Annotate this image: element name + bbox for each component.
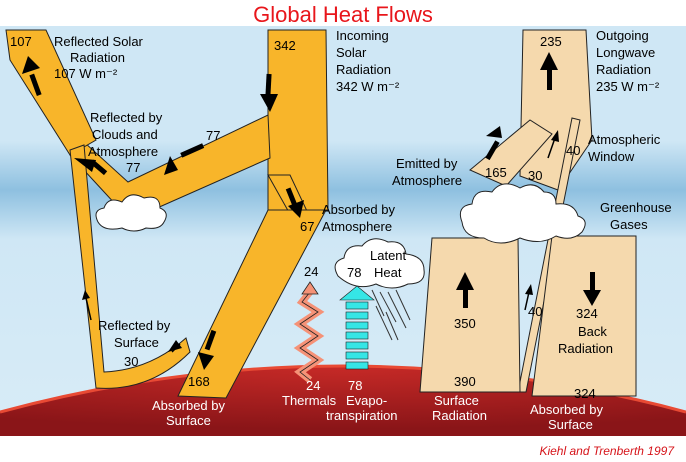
value-reflected-surface: 30 [124, 354, 138, 369]
arrow-absorbed-atmos [285, 187, 304, 218]
value-thermals-top: 24 [304, 264, 318, 279]
value-surface-radiation: 350 [454, 316, 476, 331]
outgoing-longwave-label: Outgoing Longwave Radiation 235 W m⁻² [596, 28, 660, 94]
reflected-surface-band [69, 144, 191, 389]
incoming-solar-label: Incoming Solar Radiation 342 W m⁻² [336, 28, 400, 94]
greenhouse-gases-label: Greenhouse Gases [600, 200, 675, 232]
value-thermals-bottom: 24 [306, 378, 320, 393]
latent-heat-label: Latent Heat [370, 248, 410, 280]
emitted-atmosphere-label: Emitted by Atmosphere [392, 156, 462, 188]
latent-heat-arrow [339, 285, 375, 370]
value-latent: 78 [347, 265, 361, 280]
arrow-clouds-left [164, 143, 205, 175]
arrow-incoming [260, 73, 278, 112]
value-clouds-77-lower: 77 [126, 160, 140, 175]
cloud-right [459, 183, 586, 244]
value-reflected-total: 107 [10, 34, 32, 49]
arrow-emitted [485, 126, 502, 161]
value-outgoing: 235 [540, 34, 562, 49]
cloud-latent [334, 238, 425, 289]
value-window-40-low: 40 [528, 304, 542, 319]
arrow-clouds-left-lower [74, 158, 108, 176]
atmospheric-window-band [517, 117, 581, 393]
arrow-surface-up [456, 272, 474, 308]
absorbed-surface-label: Absorbed by Surface [152, 398, 229, 428]
value-surface-total: 390 [454, 374, 476, 389]
value-back-radiation-bottom: 324 [574, 386, 596, 401]
arrow-reflected-surface-thin [82, 290, 182, 353]
absorbed-surface-right-label: Absorbed by Surface [530, 402, 607, 432]
value-emitted-atmos: 165 [485, 165, 507, 180]
atmospheric-window-label: Atmospheric Window [588, 132, 664, 164]
thermals-arrow [293, 281, 325, 383]
value-window-30: 30 [528, 168, 542, 183]
absorbed-atmosphere-label: Absorbed by Atmosphere [322, 202, 399, 234]
back-radiation-label: Back Radiation [558, 324, 613, 356]
arrow-back-down [583, 272, 601, 306]
evapotranspiration-label: Evapo- transpiration [326, 393, 398, 423]
value-absorbed-atmos: 67 [300, 219, 314, 234]
value-clouds-77-upper: 77 [206, 128, 220, 143]
arrow-reflected-up [22, 56, 42, 97]
surface-radiation-label: Surface Radiation [432, 393, 487, 423]
credit-text: Kiehl and Trenberth 1997 [539, 444, 675, 458]
value-window-40-top: 40 [566, 143, 580, 158]
reflected-surface-label: Reflected by Surface [98, 318, 174, 350]
value-back-radiation: 324 [576, 306, 598, 321]
back-radiation-band [531, 235, 637, 397]
value-evapo-bottom: 78 [348, 378, 362, 393]
diagram-title: Global Heat Flows [253, 2, 433, 27]
arrow-window-thin [524, 130, 559, 311]
arrow-outgoing [540, 52, 558, 90]
solar-surface-trunk [177, 209, 327, 399]
emitted-atmosphere-band [469, 119, 553, 187]
value-absorbed-surface: 168 [188, 374, 210, 389]
surface-radiation-band [419, 237, 521, 393]
reflected-solar-label: Reflected Solar Radiation 107 W m⁻² [54, 34, 147, 81]
value-incoming: 342 [274, 38, 296, 53]
rain-lines [371, 289, 411, 341]
cloud-left [95, 194, 167, 232]
thermals-label: Thermals [282, 393, 337, 408]
arrow-absorbed-surface [198, 329, 217, 370]
reflected-clouds-label: Reflected by Clouds and Atmosphere [88, 110, 166, 159]
